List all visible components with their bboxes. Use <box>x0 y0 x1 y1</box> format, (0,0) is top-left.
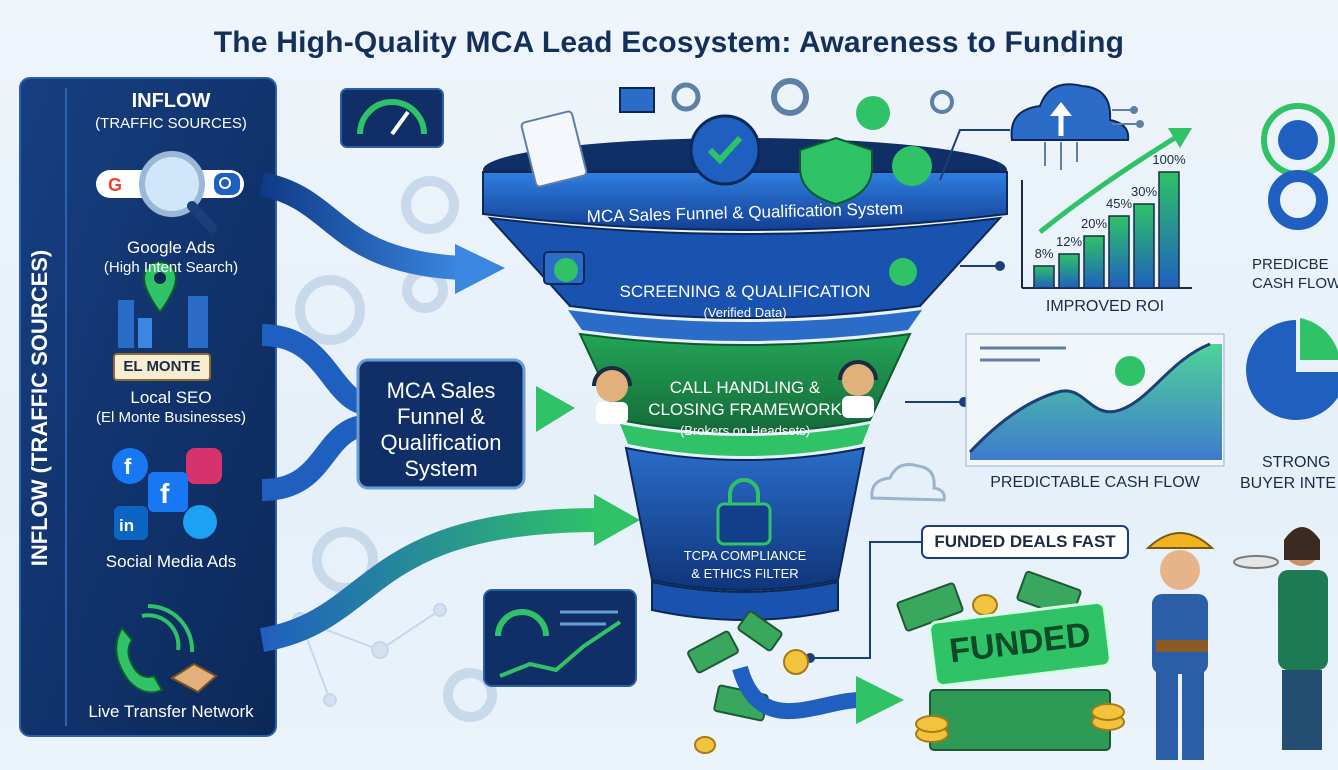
social-icons: f f in <box>112 448 222 540</box>
stage-tcpa-title-2: & ETHICS FILTER <box>691 566 799 581</box>
stage-call-title-2: CLOSING FRAMEWORK <box>648 400 842 419</box>
center-box-line-4: System <box>404 456 478 481</box>
right-label-2-line-1: STRONG <box>1262 454 1331 471</box>
roi-bar-label: 30% <box>1130 184 1158 199</box>
svg-text:f: f <box>124 454 132 479</box>
cashflow-caption: PREDICTABLE CASH FLOW <box>990 474 1200 491</box>
source-google-ads-detail: (High Intent Search) <box>103 259 239 276</box>
coin-gear-icon <box>1261 103 1335 230</box>
stage-tcpa-title-1: TCPA COMPLIANCE <box>683 548 807 563</box>
roi-bar <box>1108 215 1130 289</box>
roi-caption: IMPROVED ROI <box>1045 298 1165 315</box>
source-social-media-name: Social Media Ads <box>105 552 237 571</box>
roi-bar-label: 12% <box>1055 234 1083 249</box>
inflow-heading: INFLOW <box>131 90 211 112</box>
map-pin-icon <box>113 260 211 381</box>
cashflow-chart <box>965 333 1225 467</box>
right-label-1-line-1: PREDICBE <box>1252 256 1329 273</box>
roi-bar <box>1058 253 1080 289</box>
funded-banner-text: FUNDED DEALS FAST <box>934 532 1116 551</box>
right-label-1-line-2: CASH FLOW <box>1252 275 1338 292</box>
right-label-2-line-2: BUYER INTE <box>1240 475 1337 492</box>
sales-funnel <box>482 138 1008 621</box>
stage-call-title-1: CALL HANDLING & <box>669 378 821 397</box>
roi-bar-label: 8% <box>1034 246 1054 261</box>
roi-bar-label: 45% <box>1105 196 1133 211</box>
background-gear-icon <box>295 176 497 722</box>
funded-stamp <box>928 600 1112 688</box>
el-monte-sign: EL MONTE <box>123 358 201 375</box>
roi-bar <box>1133 203 1155 289</box>
svg-text:G: G <box>108 175 122 195</box>
center-box-line-2: Funnel & <box>396 404 486 429</box>
inflow-panel <box>19 77 277 737</box>
cloud-icon <box>870 463 946 502</box>
center-system-box <box>356 358 526 490</box>
headset-broker-icon <box>592 360 878 424</box>
funnel-top-icons <box>520 78 954 206</box>
inflow-subheading: (TRAFFIC SOURCES) <box>95 115 247 132</box>
stage-call-detail: (Brokers on Headsets) <box>679 423 811 438</box>
source-google-ads-name: Google Ads <box>127 238 215 257</box>
worker-person <box>1145 532 1215 760</box>
stage-screening-detail: (Verified Data) <box>703 305 787 320</box>
source-local-seo-name: Local SEO <box>130 388 212 407</box>
source-local-seo-detail: (El Monte Businesses) <box>95 409 247 426</box>
pie-chart-icon <box>1246 318 1338 420</box>
roi-bar <box>1033 265 1055 289</box>
cloud-upload-icon <box>1010 83 1144 170</box>
center-box-line-1: MCA Sales <box>386 378 496 403</box>
roi-bar-label: 100% <box>1152 152 1186 167</box>
roi-bars <box>1033 171 1180 289</box>
page-title: The High-Quality MCA Lead Ecosystem: Awa… <box>213 26 1125 59</box>
chef-person <box>1233 527 1328 750</box>
phone-handshake-icon <box>115 603 218 694</box>
source-live-transfer-name: Live Transfer Network <box>88 702 254 721</box>
center-box-line-3: Qualification <box>380 430 502 455</box>
analytics-dashboard-icon <box>483 589 637 687</box>
roi-bar <box>1158 171 1180 289</box>
svg-text:in: in <box>119 516 134 535</box>
check-badge-icon <box>543 251 917 286</box>
inflow-arrows <box>259 172 640 652</box>
stage-screening-title: SCREENING & QUALIFICATION <box>619 282 871 301</box>
roi-bar-label: 20% <box>1080 216 1108 231</box>
roi-bar <box>1083 235 1105 289</box>
svg-text:f: f <box>160 478 170 509</box>
search-icon: G <box>96 151 244 233</box>
funded-banner <box>921 525 1129 559</box>
inflow-vertical-label: INFLOW (TRAFFIC SOURCES) <box>27 249 52 567</box>
speedometer-icon <box>340 88 444 148</box>
